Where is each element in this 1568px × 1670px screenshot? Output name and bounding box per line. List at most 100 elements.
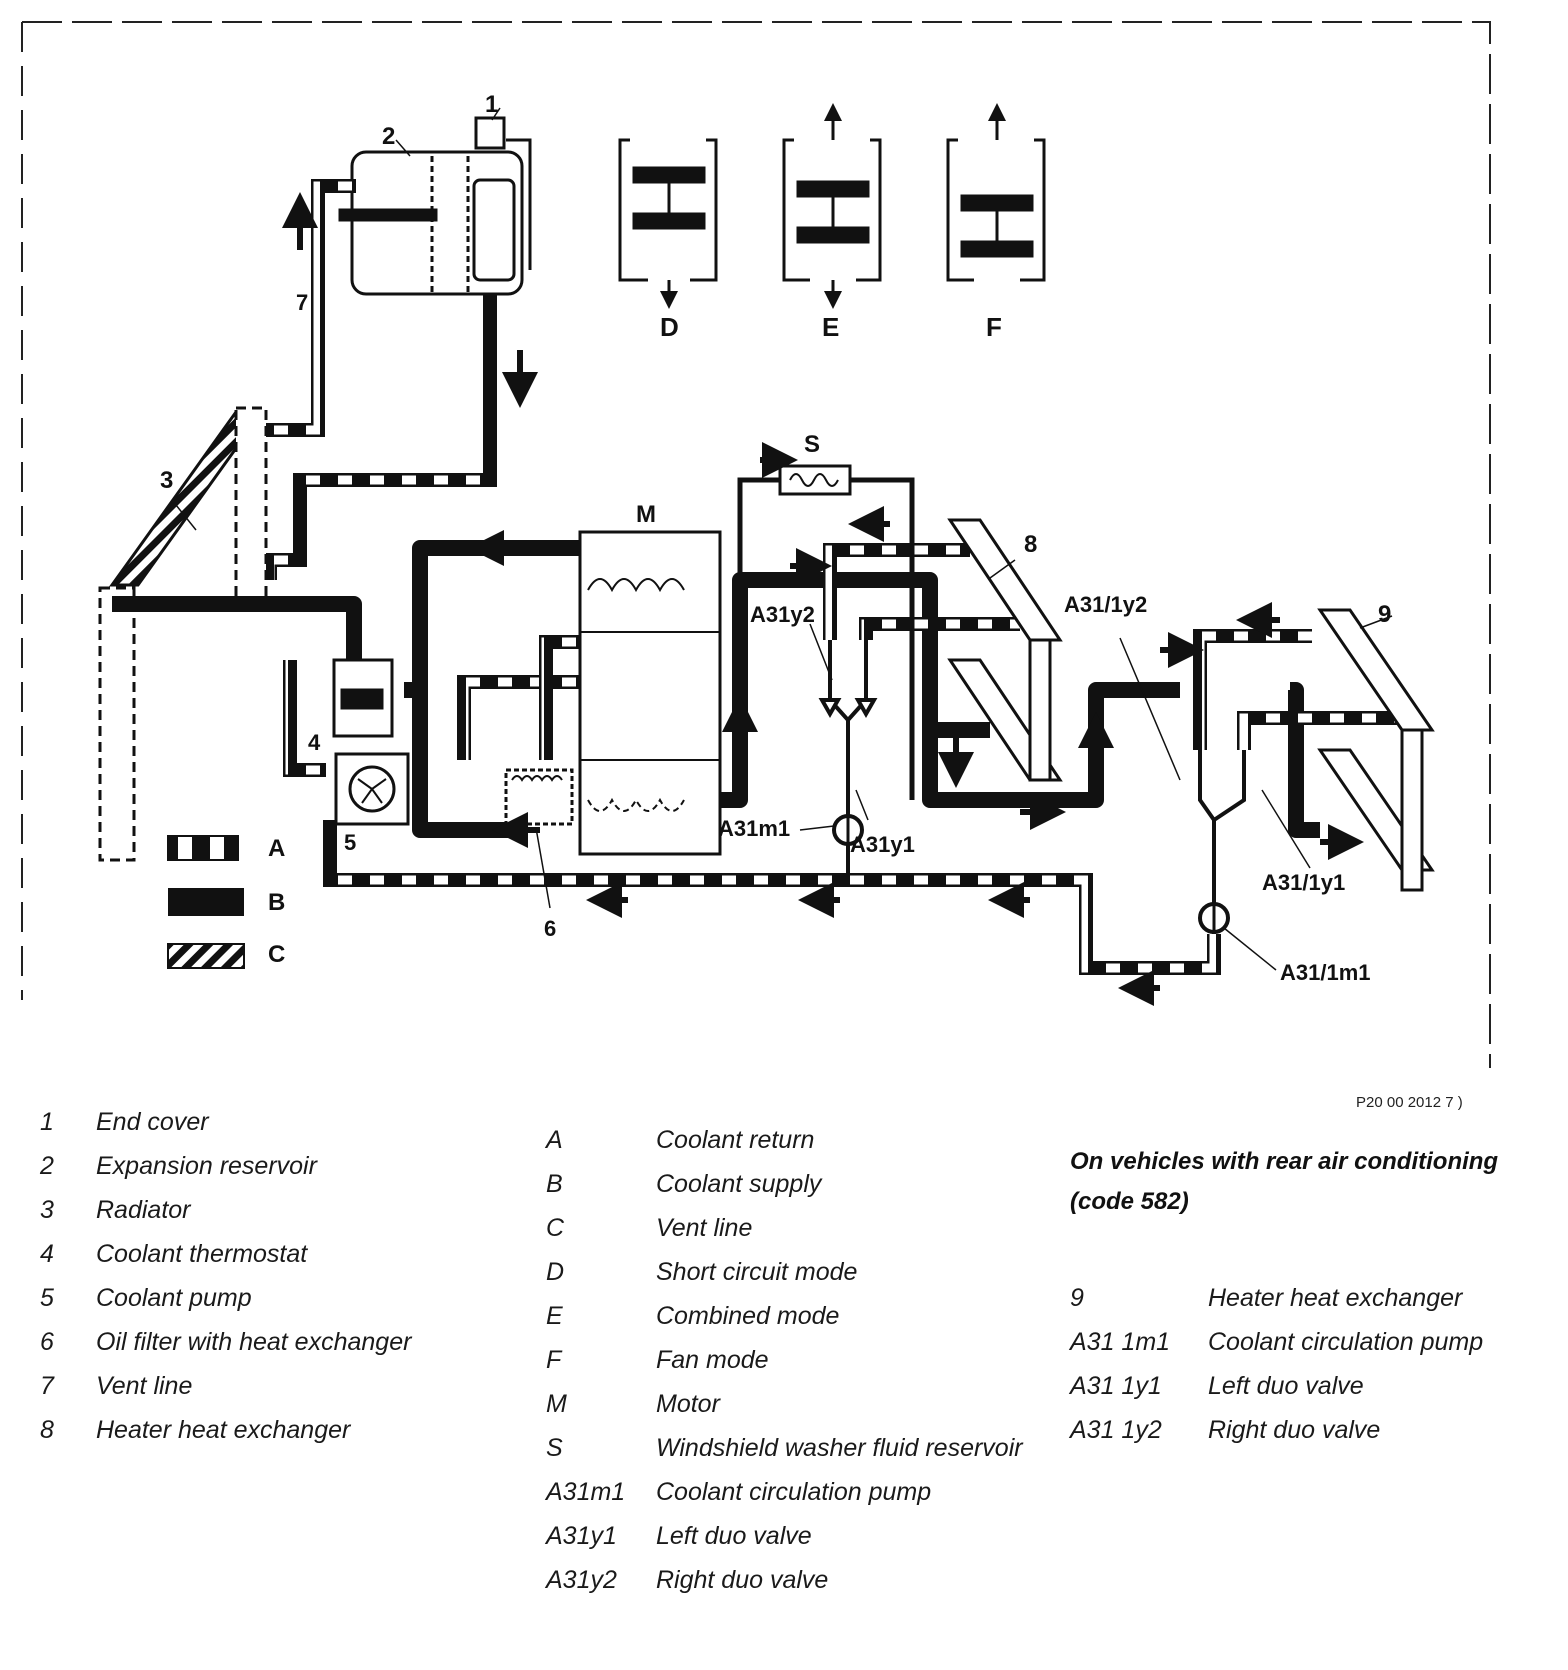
legend-label-A: A — [268, 835, 285, 862]
legend-item: 2 Expansion reservoir — [40, 1152, 540, 1196]
legend-item: 9 Heater heat exchanger — [1070, 1284, 1550, 1328]
legend-text: Windshield washer fluid reservoir — [656, 1434, 1023, 1462]
label-3: 3 — [160, 467, 173, 494]
legend-text: Coolant supply — [656, 1170, 822, 1198]
label-E: E — [822, 312, 839, 342]
legend-text: Heater heat exchanger — [1208, 1284, 1463, 1312]
legend-item: S Windshield washer fluid reservoir — [546, 1434, 1026, 1478]
flow-arrows — [282, 192, 1364, 1006]
label-F: F — [986, 312, 1002, 342]
legend-swatch-vent-line — [167, 943, 245, 969]
legend-key: 9 — [1070, 1284, 1084, 1312]
legend-text: Coolant circulation pump — [1208, 1328, 1484, 1356]
label-4: 4 — [308, 730, 321, 755]
washer-reservoir-lines — [737, 477, 915, 800]
expansion-reservoir — [338, 150, 524, 296]
legend-key: 5 — [40, 1284, 54, 1312]
legend-item: 8 Heater heat exchanger — [40, 1416, 540, 1460]
legend-text: Heater heat exchanger — [96, 1416, 351, 1444]
legend-item: A31m1 Coolant circulation pump — [546, 1478, 1026, 1522]
heater-heat-exchanger-rear — [1317, 608, 1435, 892]
legend-text: Left duo valve — [656, 1522, 812, 1550]
legend-text: Right duo valve — [1208, 1416, 1381, 1444]
label-A31y2: A31y2 — [750, 602, 815, 627]
legend-key: 4 — [40, 1240, 54, 1268]
coolant-return-lines — [283, 543, 1400, 975]
label-A31y1: A31y1 — [850, 832, 915, 857]
figure-reference: P20 00 2012 7 ) — [1356, 1094, 1463, 1111]
label-D: D — [660, 312, 679, 342]
legend-text: Left duo valve — [1208, 1372, 1364, 1400]
coolant-pump — [334, 752, 410, 826]
label-A31m1: A31m1 — [718, 816, 790, 841]
legend-key: A31y2 — [546, 1566, 617, 1594]
legend-key: A31 1y1 — [1070, 1372, 1162, 1400]
legend-text: End cover — [96, 1108, 209, 1136]
label-6: 6 — [544, 916, 556, 941]
heater-heat-exchanger-front — [947, 518, 1063, 782]
legend-item: M Motor — [546, 1390, 1026, 1434]
label-5: 5 — [344, 830, 356, 855]
legend-swatch-coolant-return — [167, 835, 239, 861]
coolant-thermostat — [332, 658, 394, 738]
label-M: M — [636, 501, 656, 528]
legend-text: Vent line — [96, 1372, 193, 1400]
legend-item: A31y1 Left duo valve — [546, 1522, 1026, 1566]
legend-key: 7 — [40, 1372, 54, 1400]
mode-short-circuit — [618, 138, 718, 309]
legend-item: F Fan mode — [546, 1346, 1026, 1390]
label-7: 7 — [296, 290, 308, 315]
legend-key: 6 — [40, 1328, 54, 1356]
label-8: 8 — [1024, 531, 1037, 558]
oil-filter-heat-exchanger — [504, 768, 574, 826]
legend-text: Motor — [656, 1390, 720, 1418]
legend-key: D — [546, 1258, 565, 1286]
legend-key: S — [546, 1434, 563, 1462]
legend-swatch-coolant-supply — [168, 888, 244, 916]
motor — [578, 530, 722, 856]
legend-text: Vent line — [656, 1214, 753, 1242]
legend-text: Combined mode — [656, 1302, 840, 1330]
legend-item: A31 1m1 Coolant circulation pump — [1070, 1328, 1550, 1372]
legend-key: C — [546, 1214, 565, 1242]
mode-combined — [782, 103, 882, 309]
leader-lines — [171, 107, 1393, 971]
label-S: S — [804, 431, 820, 458]
legend-key: A31 1m1 — [1070, 1328, 1171, 1356]
legend-key: A31y1 — [546, 1522, 617, 1550]
legend-key: 8 — [40, 1416, 54, 1444]
rear-duo-valve-assembly — [1198, 750, 1246, 934]
legend-item: 4 Coolant thermostat — [40, 1240, 540, 1284]
legend-key: 1 — [40, 1108, 54, 1136]
legend-item: 7 Vent line — [40, 1372, 540, 1416]
rear-ac-heading-line1: On vehicles with rear air conditioning — [1070, 1148, 1499, 1175]
legend-key: 2 — [40, 1152, 54, 1180]
legend-item: C Vent line — [546, 1214, 1026, 1258]
label-A31-1y2: A31/1y2 — [1064, 592, 1147, 617]
label-9: 9 — [1378, 601, 1391, 628]
front-duo-valve-assembly — [818, 640, 878, 880]
legend-text: Fan mode — [656, 1346, 769, 1374]
label-2: 2 — [382, 123, 395, 150]
washer-fluid-reservoir — [778, 464, 852, 496]
legend-key: F — [546, 1346, 562, 1374]
reservoir-return-line — [263, 294, 497, 580]
coolant-circuit-diagram: 1 2 3 4 5 6 7 8 9 D E F M S A B C A31y2 … — [21, 21, 1491, 1068]
legend-text: Coolant thermostat — [96, 1240, 308, 1268]
legend-key: M — [546, 1390, 567, 1418]
legend-text: Expansion reservoir — [96, 1152, 317, 1180]
legend-key: A31m1 — [546, 1478, 626, 1506]
legend-text: Coolant circulation pump — [656, 1478, 932, 1506]
end-cover — [474, 116, 532, 270]
legend-text: Radiator — [96, 1196, 191, 1224]
